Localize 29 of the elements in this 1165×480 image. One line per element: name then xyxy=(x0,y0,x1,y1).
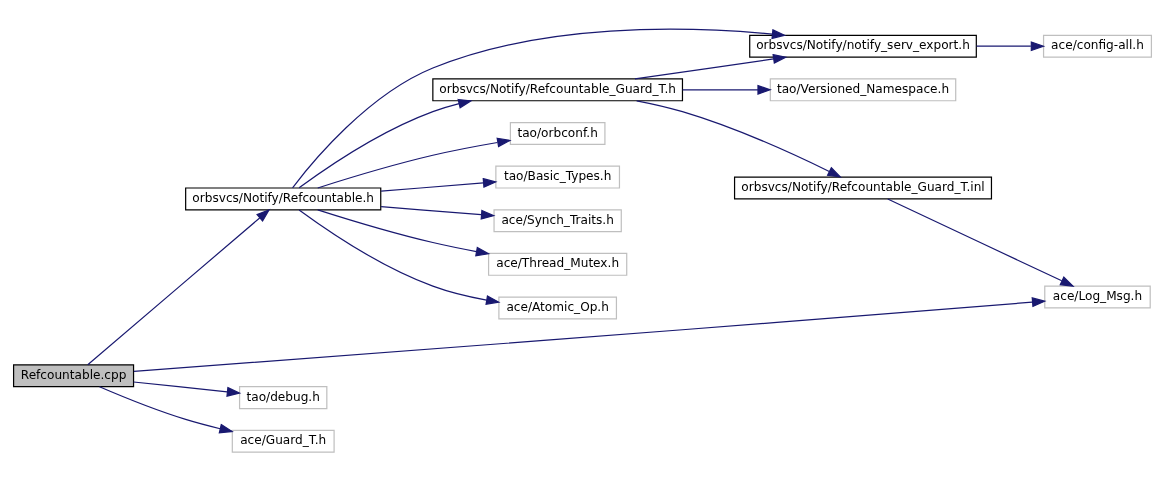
node-box: tao/Versioned_Namespace.h xyxy=(769,77,957,101)
arrow xyxy=(975,40,1046,51)
node-box: orbsvcs/Notify/Refcountable_Guard_T.h xyxy=(432,77,684,101)
node-box: ace/Guard_T.h xyxy=(231,429,335,453)
arrow xyxy=(87,208,271,365)
node-box: orbsvcs/Notify/Refcountable_Guard_T.inl xyxy=(733,176,993,199)
node-box: tao/debug.h xyxy=(238,385,328,409)
node-box: ace/config-all.h xyxy=(1042,34,1152,58)
arrow xyxy=(634,53,788,79)
node-box: tao/Basic_Types.h xyxy=(495,165,621,189)
node-box: ace/Atomic_Op.h xyxy=(498,295,618,319)
node-box: tao/orbconf.h xyxy=(509,121,606,145)
arrow xyxy=(380,205,496,220)
arrow xyxy=(298,208,501,305)
arrow xyxy=(133,380,242,397)
node-box: ace/Log_Msg.h xyxy=(1044,285,1151,309)
node-box: ace/Thread_Mutex.h xyxy=(488,252,628,276)
arrow xyxy=(317,208,491,256)
arrow xyxy=(380,177,498,192)
node-box: orbsvcs/Notify/notify_serv_export.h xyxy=(749,34,977,58)
node-box: ace/Synch_Traits.h xyxy=(493,208,622,232)
arrow xyxy=(636,99,842,178)
arrow xyxy=(317,137,512,189)
arrow xyxy=(298,98,473,188)
arrow xyxy=(98,385,234,434)
node-box: orbsvcs/Notify/Refcountable.h xyxy=(185,186,382,210)
arrow xyxy=(887,197,1075,287)
node-box: Refcountable.cpp xyxy=(13,363,135,387)
arrow xyxy=(681,84,772,95)
